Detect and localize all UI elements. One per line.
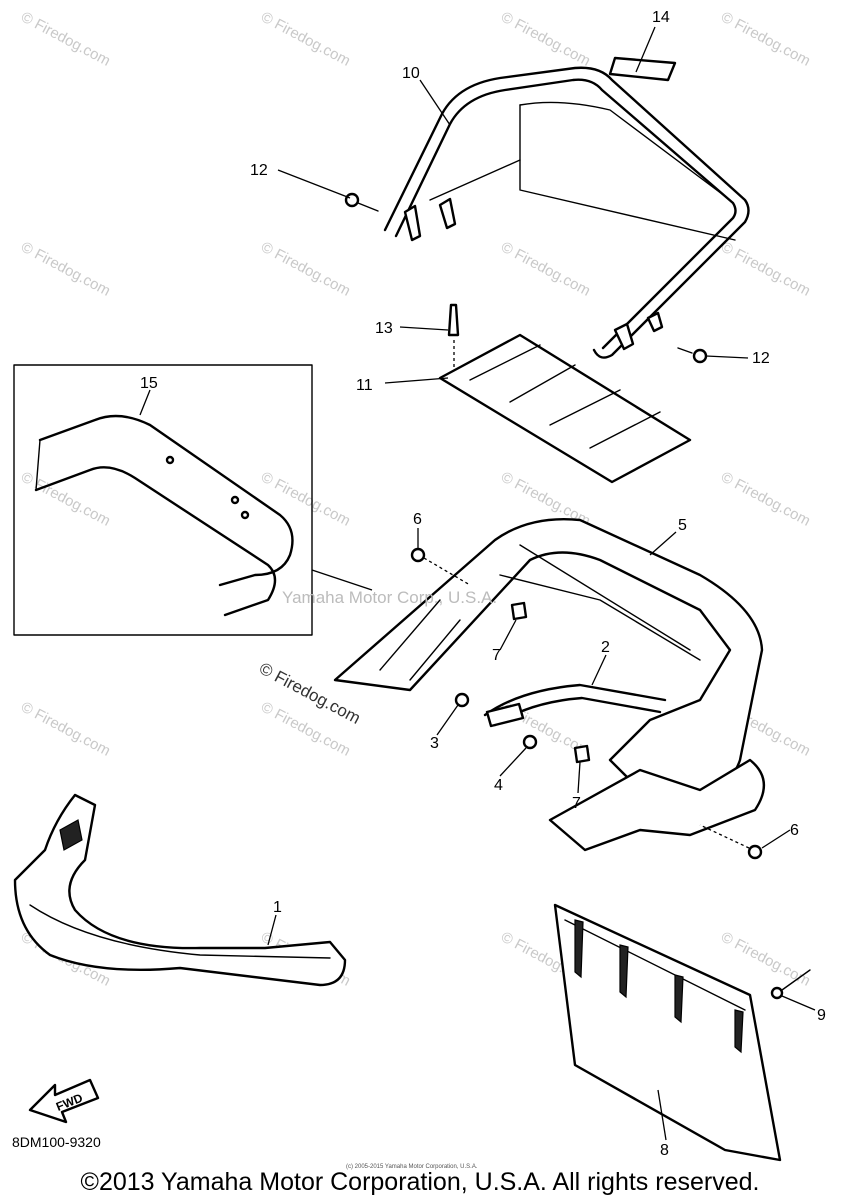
watermark-tile: © Firedog.com [498,239,593,300]
fwd-arrow-icon: FWD [28,1078,100,1124]
watermark-tile: © Firedog.com [498,9,593,70]
callout-6-lower: 6 [790,822,799,839]
callout-15: 15 [140,375,158,392]
watermark-tile: © Firedog.com [18,699,113,760]
watermark-tile: © Firedog.com [718,9,813,70]
part-1-front-bumper[interactable] [13,793,347,987]
leader-lines [139,26,816,1141]
part-15-inset[interactable] [13,364,373,636]
part-12-bolt-right[interactable] [677,347,708,364]
part-10-rear-rack[interactable] [383,66,750,359]
part-12-bolt-left[interactable] [344,192,379,212]
watermark-tile: © Firedog.com [18,239,113,300]
callout-12-right: 12 [752,350,770,367]
callout-9: 9 [817,1007,826,1024]
part-8-mud-flap[interactable] [553,903,782,1162]
callout-4: 4 [494,777,503,794]
diagram-code: 8DM100-9320 [12,1134,101,1150]
copyright-notice: ©2013 Yamaha Motor Corporation, U.S.A. A… [81,1168,760,1196]
part-7-clip-lower[interactable] [573,744,591,764]
part-13-rivet[interactable] [447,303,460,375]
watermark-tiles: © Firedog.com © Firedog.com © Firedog.com ©… [18,9,813,990]
part-3-bolt[interactable] [454,692,470,708]
part-6-bolt-lower[interactable] [699,824,763,860]
watermark-tile: © Firedog.com [258,239,353,300]
callout-11: 11 [356,377,373,394]
watermark-tile: © Firedog.com [258,469,353,530]
callout-5: 5 [678,517,687,534]
watermark-tile: © Firedog.com [258,9,353,70]
part-14-label[interactable] [608,56,677,82]
part-4-nut[interactable] [522,734,538,750]
callout-14: 14 [652,9,670,26]
watermark-tile: © Firedog.com [718,469,813,530]
callout-3: 3 [430,735,439,752]
callout-7-lower: 7 [572,795,581,812]
watermark-center: Yamaha Motor Corp., U.S.A. [282,588,497,607]
part-11-plate[interactable] [438,333,692,484]
part-9-rivet[interactable] [770,969,811,1000]
part-2-bracket[interactable] [483,683,667,728]
part-6-bolt-upper[interactable] [410,547,471,586]
callout-1: 1 [273,899,282,916]
watermark-tile: © Firedog.com [18,9,113,70]
callout-13: 13 [375,320,393,337]
callout-10: 10 [402,65,420,82]
watermark-tile: © Firedog.com [18,469,113,530]
callout-12-left: 12 [250,162,268,179]
callouts: 14 10 12 12 13 11 15 6 5 7 2 3 4 7 6 1 9… [140,9,826,1159]
callout-6-upper: 6 [413,511,422,528]
watermark-tile: © Firedog.com [718,929,813,990]
watermark-tile: © Firedog.com [718,239,813,300]
callout-2: 2 [601,639,610,656]
callout-7-upper: 7 [492,647,501,664]
callout-8: 8 [660,1142,669,1159]
part-7-clip-upper[interactable] [510,601,528,621]
part-5-rear-bumper[interactable] [333,518,765,852]
small-print: (c) 2005-2015 Yamaha Motor Corporation, … [346,1164,478,1170]
